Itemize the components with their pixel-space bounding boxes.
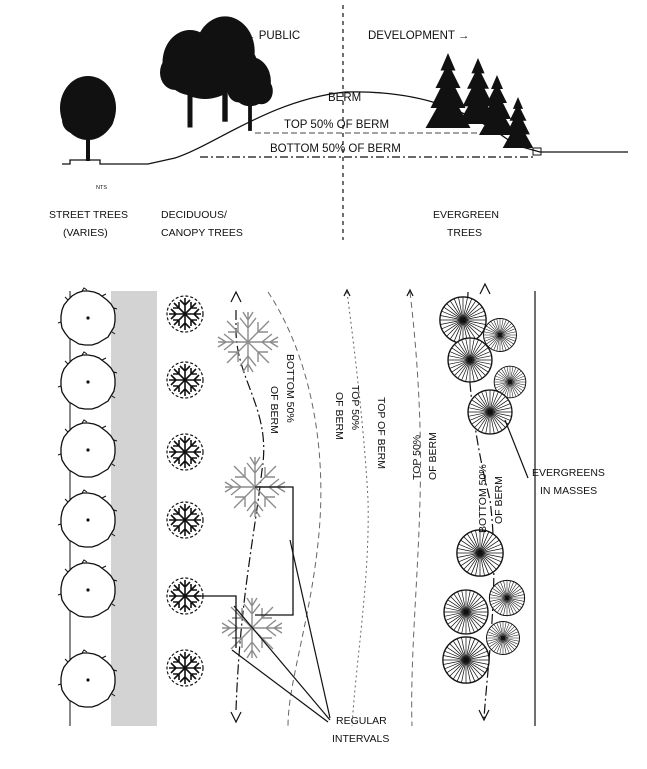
street-trees-label-1: STREET TREES (49, 209, 128, 221)
curb-mark (532, 147, 542, 156)
top-of-berm-label: TOP OF BERM (375, 397, 387, 469)
evergreen-label-2: TREES (447, 227, 482, 239)
street-trees-plan (57, 287, 118, 708)
evergreens-masses-label-1: EVERGREENS (532, 467, 605, 479)
plan-view: BOTTOM 50% OF BERM TOP 50% OF BERM TOP O… (57, 282, 605, 745)
bottom-50-left-label-2: OF BERM (268, 386, 280, 434)
deciduous-label-2: CANOPY TREES (161, 227, 243, 239)
section-view: ← PUBLIC DEVELOPMENT → BERM TOP 50% OF B… (49, 5, 628, 240)
nts-label: NTS (96, 185, 107, 191)
sidewalk-strip (111, 291, 157, 726)
berm-label: BERM (328, 92, 361, 104)
top-50-left-label-1: TOP 50% (349, 385, 361, 430)
evergreens-masses-label-2: IN MASSES (540, 485, 597, 497)
top-50-right-contour (409, 291, 421, 727)
deciduous-label-1: DECIDUOUS/ (161, 209, 227, 221)
light-canopy-trees-plan (217, 311, 286, 659)
street-tree-silhouette (60, 76, 116, 161)
street-trees-label-2: (VARIES) (63, 227, 108, 239)
public-label: ← PUBLIC (244, 30, 300, 42)
top-50-label: TOP 50% OF BERM (284, 119, 389, 131)
top-50-right-label-2: OF BERM (427, 432, 439, 480)
development-label: DEVELOPMENT → (368, 30, 469, 42)
bottom-50-right-label-1: BOTTOM 50% (477, 464, 489, 533)
top-of-berm-contour (346, 291, 369, 727)
bottom-50-right-label-2: OF BERM (493, 476, 505, 524)
top-50-left-label-2: OF BERM (333, 392, 345, 440)
evergreen-tree-silhouettes (425, 53, 534, 148)
bottom-50-left-label-1: BOTTOM 50% (284, 354, 296, 423)
leader-lines (231, 419, 529, 723)
interval-markers (185, 486, 294, 648)
canopy-trees-plan (166, 295, 204, 687)
canopy-tree-silhouettes (160, 16, 273, 131)
bottom-50-label: BOTTOM 50% OF BERM (270, 143, 401, 155)
regular-intervals-label-2: INTERVALS (332, 733, 389, 745)
contour-arrows (230, 282, 491, 724)
top-50-left-contour (267, 291, 322, 727)
evergreen-label-1: EVERGREEN (433, 209, 499, 221)
bottom-50-left-contour (235, 310, 265, 711)
top-50-right-label-1: TOP 50% (411, 435, 423, 480)
regular-intervals-label-1: REGULAR (336, 715, 387, 727)
